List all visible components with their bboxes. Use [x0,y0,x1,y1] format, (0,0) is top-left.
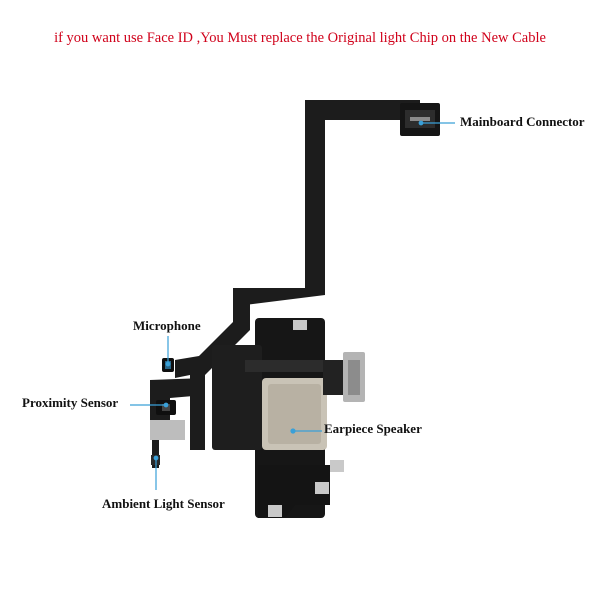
earpiece-module [212,318,365,518]
label-mainboard-connector: Mainboard Connector [460,114,585,129]
mainboard-connector-part [400,103,440,136]
label-earpiece-speaker: Earpiece Speaker [324,421,422,436]
label-proximity-sensor: Proximity Sensor [22,395,119,410]
label-ambient-light-sensor: Ambient Light Sensor [102,496,225,511]
callout-lines [130,120,455,490]
warning-banner: if you want use Face ID ,You Must replac… [54,30,546,46]
proximity-sensor-part [150,400,185,440]
label-microphone: Microphone [133,318,201,333]
